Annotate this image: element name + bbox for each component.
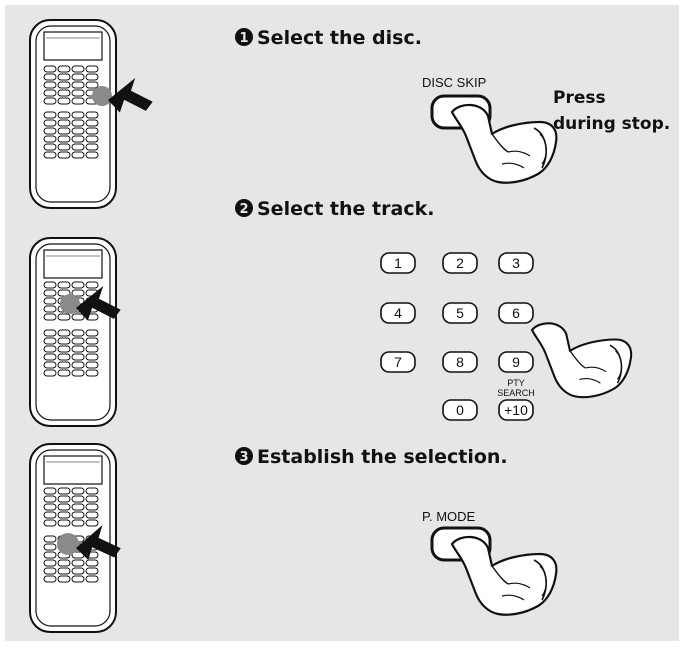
remote-control-icon bbox=[29, 237, 122, 427]
step-number-badge bbox=[235, 28, 253, 46]
press-note-line1: Press bbox=[553, 88, 606, 108]
pointing-hand-icon bbox=[450, 535, 558, 616]
instruction-panel bbox=[5, 5, 679, 641]
pty-label: PTY bbox=[507, 378, 525, 388]
key-label: +10 bbox=[504, 402, 528, 418]
key-label: 8 bbox=[456, 354, 464, 370]
step-title: Establish the selection. bbox=[257, 446, 508, 468]
pointing-hand-icon bbox=[530, 322, 633, 399]
button-label: DISC SKIP bbox=[422, 75, 486, 90]
pointer-circle bbox=[57, 533, 79, 555]
step-number: 1 bbox=[239, 31, 248, 46]
keypad: 1 2 3 4 5 6 7 8 9 PTY SEARCH bbox=[380, 252, 535, 421]
pointing-hand-icon bbox=[450, 103, 558, 184]
button-label: P. MODE bbox=[422, 509, 476, 524]
key-label: 4 bbox=[394, 305, 402, 321]
step-number-badge bbox=[235, 199, 253, 217]
step-number: 2 bbox=[239, 202, 248, 217]
search-label: SEARCH bbox=[497, 388, 535, 398]
key-label: 0 bbox=[456, 402, 464, 418]
step-number: 3 bbox=[239, 450, 248, 465]
step-title: Select the track. bbox=[257, 198, 434, 220]
remote-control-icon bbox=[29, 443, 123, 633]
step-number-badge bbox=[235, 447, 253, 465]
key-label: 7 bbox=[394, 354, 402, 370]
step-1: 1 Select the disc. DISC SKIP Press durin… bbox=[235, 27, 670, 184]
step-title: Select the disc. bbox=[257, 27, 422, 49]
key-label: 2 bbox=[456, 255, 464, 271]
key-label: 9 bbox=[512, 354, 520, 370]
remote-control-icon bbox=[29, 19, 154, 209]
press-note-line2: during stop. bbox=[553, 114, 670, 134]
step-3: 3 Establish the selection. P. MODE bbox=[235, 446, 558, 616]
step-2: 2 Select the track. 1 2 3 4 5 6 7 8 bbox=[235, 198, 633, 421]
pointer-circle bbox=[60, 294, 80, 314]
pointer-circle bbox=[92, 86, 112, 106]
key-label: 1 bbox=[394, 255, 402, 271]
key-label: 6 bbox=[512, 305, 520, 321]
key-label: 3 bbox=[512, 255, 520, 271]
key-label: 5 bbox=[456, 305, 464, 321]
